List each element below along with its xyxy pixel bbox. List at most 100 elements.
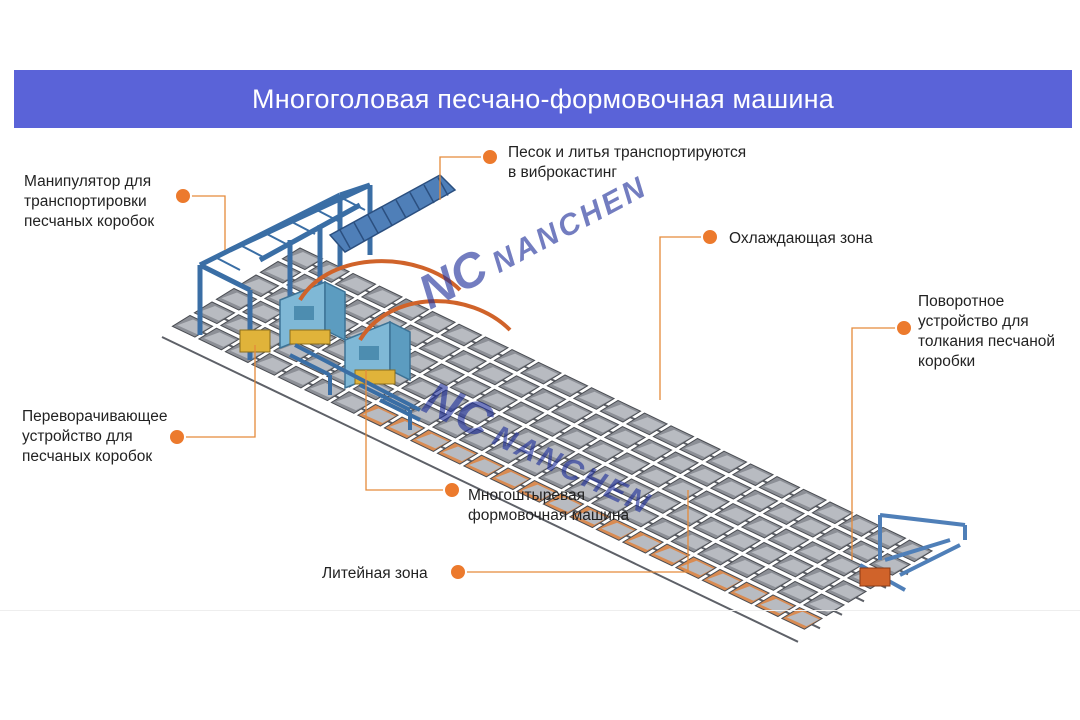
sand-box-cavity (715, 481, 749, 496)
flip-device-frame (289, 353, 331, 377)
tray-conveyor-lines (161, 247, 934, 643)
sand-box-cavity (565, 457, 599, 473)
sand-box-cavity (548, 497, 581, 512)
flip-device-frame (379, 398, 421, 422)
sand-box-cavity (733, 586, 767, 601)
sand-box-cavity (552, 379, 585, 394)
sand-box-cavity (525, 366, 559, 381)
manipulator-frame-beam (198, 262, 252, 293)
bottom-divider (0, 610, 1080, 611)
sand-box-cavity (592, 470, 625, 485)
conveyor-strut (367, 214, 379, 234)
sand-box-cavity (654, 548, 687, 563)
sand-box-cavity (676, 534, 709, 550)
sand-box-cavity (411, 407, 444, 423)
sand-box-cavity (530, 392, 563, 408)
leader-multi-head-machine (365, 370, 452, 491)
sand-box-cavity (344, 303, 378, 319)
sand-box-cavity (490, 445, 524, 461)
sand-box-cavity (773, 533, 806, 548)
manipulator-truss-brace (289, 220, 316, 235)
callout-dot (481, 148, 499, 166)
callout-dot (895, 319, 913, 337)
sand-box-cavity (464, 433, 497, 448)
sand-box-cavity (433, 394, 466, 409)
sand-box-cavity (746, 520, 780, 535)
sand-box-cavity (782, 585, 815, 600)
sand-box-cavity (389, 421, 422, 436)
manipulator-truss-brace (239, 244, 266, 259)
leader-rotary-pusher (851, 327, 904, 560)
sand-box-cavity (437, 420, 471, 435)
callout-dot (701, 228, 719, 246)
sand-box-cavity (446, 328, 479, 343)
sand-box-cavity (243, 279, 276, 294)
sand-box-cavity (808, 598, 842, 613)
sand-box-cavity (707, 573, 740, 589)
sand-box-cavity (415, 433, 449, 449)
conveyor-strut (381, 207, 393, 226)
sand-box-cavity (609, 430, 643, 446)
callout-multi-head-machine: Многоштыревая формовочная машина (468, 487, 630, 524)
callout-rotary-pusher: Поворотное устройство для толкания песча… (918, 293, 1056, 370)
leader-cooling-zone (659, 236, 710, 400)
conveyor-rail (161, 336, 799, 643)
manipulator-frame-beam (339, 182, 371, 198)
sand-box-cavity (556, 405, 590, 420)
sand-box-cavity (278, 344, 312, 359)
title-banner: Многоголовая песчано-формовочная машина (14, 70, 1072, 128)
callout-manipulator: Манипулятор для транспортировки песчаных… (24, 173, 155, 230)
callout-dot (443, 481, 461, 499)
sand-box-cavity (786, 611, 820, 627)
sand-box-cavity (649, 521, 683, 537)
sand-box-cavity (755, 572, 789, 588)
sand-box-cavity (539, 444, 572, 460)
sand-box-cavity (521, 484, 555, 500)
callout-sand-transport: Песок и литья транспортируются в виброка… (508, 144, 747, 181)
sand-box-cavity (790, 493, 824, 508)
manipulator-frame-beam (228, 182, 372, 253)
callout-leader-lines (168, 148, 913, 581)
sand-box-cavity (605, 404, 638, 419)
sand-box-cavity (247, 305, 281, 320)
sand-box-cavity (587, 444, 621, 459)
sand-box-cavity (442, 446, 475, 462)
sand-box-cavity (459, 406, 493, 422)
conveyor-strut (339, 229, 351, 249)
sand-box-cavity (777, 559, 811, 574)
sand-box-cavity (486, 419, 519, 435)
sand-box-cavity (711, 455, 744, 470)
sand-box-cavity (623, 509, 656, 524)
rotary-pusher-frame (884, 538, 951, 562)
manipulator-truss-brace (314, 208, 341, 223)
sand-feed-pipe (358, 299, 512, 342)
sand-box-cavity (751, 546, 784, 562)
sand-box-cavity (543, 471, 577, 486)
sand-box-cavity (764, 480, 797, 496)
leader-manipulator (183, 195, 226, 250)
sand-box-cavity (508, 406, 541, 421)
callout-casting-zone: Литейная зона (322, 565, 428, 582)
sand-box-cavity (468, 459, 502, 474)
callout-flip-device: Переворачивающее устройство для песчаных… (22, 408, 168, 465)
sand-box-cavity (561, 431, 594, 446)
sand-box-cavity (512, 432, 546, 447)
sand-box-cavity (720, 507, 753, 523)
sand-box-cavity (203, 332, 237, 347)
sand-box-cavity (684, 442, 718, 458)
molding-machine-side (389, 320, 411, 382)
molding-machine-head (294, 306, 314, 320)
page-title: Многоголовая песчано-формовочная машина (252, 83, 834, 114)
manipulator-truss-brace (339, 196, 366, 211)
conveyor-strut (409, 192, 421, 211)
sand-box-cavity (826, 558, 859, 573)
sand-box-cavity (221, 292, 254, 308)
sand-box-cavity (503, 379, 537, 395)
sand-box-cavity (428, 367, 462, 383)
manipulator-truss-brace (264, 232, 291, 247)
sand-box-cavity (698, 521, 731, 536)
molding-machine-table (354, 369, 396, 385)
sand-box-cavity (874, 557, 908, 573)
sand-box-cavity (760, 598, 793, 614)
